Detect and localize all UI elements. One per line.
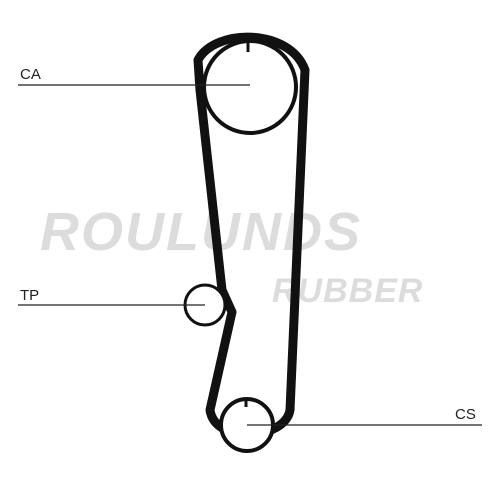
timing-belt [193, 32, 310, 439]
camshaft-pulley [202, 39, 298, 135]
brand-watermark: ROULUNDS RUBBER [40, 202, 422, 310]
watermark-line1: ROULUNDS [40, 202, 362, 262]
crankshaft-label: CS [455, 406, 476, 423]
camshaft-label: CA [20, 66, 41, 83]
tensioner-label: TP [20, 287, 39, 304]
